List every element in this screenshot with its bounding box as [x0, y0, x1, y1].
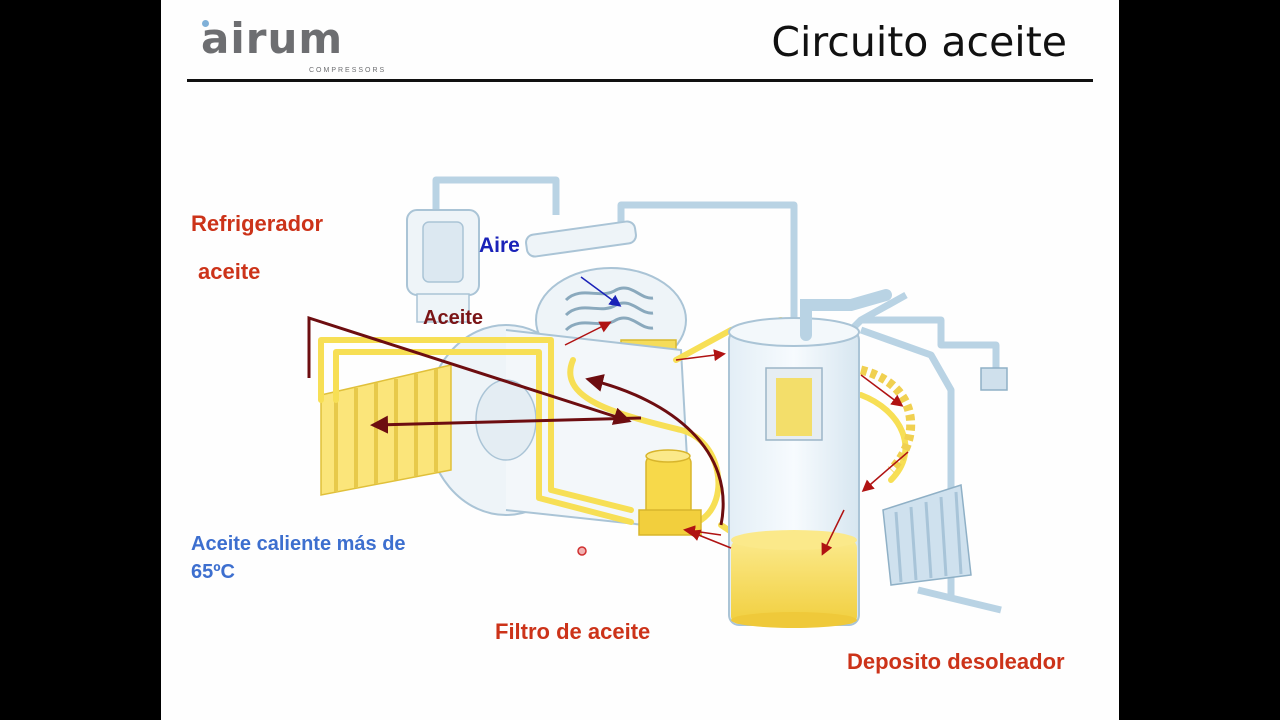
- oil-filter-unit: [638, 449, 702, 536]
- airum-logo: airum COMPRESSORS: [201, 14, 391, 78]
- air-aftercooler: [882, 484, 972, 586]
- air-flow-arrow: [580, 276, 622, 307]
- label-aire: Aire: [479, 234, 520, 257]
- intake-pipe: [525, 220, 637, 258]
- label-aceite-caliente: Aceite caliente más de: [191, 533, 406, 555]
- label-filtro-aceite: Filtro de aceite: [495, 619, 651, 644]
- air-filter: [406, 209, 480, 323]
- logo-dot: [202, 20, 209, 27]
- flow-arrows-dark: [307, 315, 725, 526]
- return-hose: [859, 365, 916, 474]
- tank-outlet-pipe: [800, 289, 892, 341]
- oil-cooler: [320, 364, 452, 496]
- slide: airum COMPRESSORS Circuito aceite: [161, 0, 1119, 720]
- logo-tagline: COMPRESSORS: [309, 67, 387, 74]
- oil-circuit-diagram: [307, 176, 1008, 628]
- logo-wordmark: airum: [201, 14, 344, 63]
- label-refrigerador: Refrigerador: [191, 211, 324, 236]
- cursor-dot: [577, 546, 587, 556]
- label-refrigerador-aceite: aceite: [198, 259, 261, 284]
- flow-arrows-red: [564, 321, 909, 556]
- separator-tank: [728, 317, 860, 628]
- title-rule: [187, 79, 1093, 82]
- label-temperatura: 65ºC: [191, 561, 235, 583]
- pressure-switch-box: [980, 367, 1008, 391]
- label-deposito-desoleador: Deposito desoleador: [847, 649, 1065, 674]
- label-aceite: Aceite: [423, 307, 484, 329]
- slide-title: Circuito aceite: [771, 18, 1067, 66]
